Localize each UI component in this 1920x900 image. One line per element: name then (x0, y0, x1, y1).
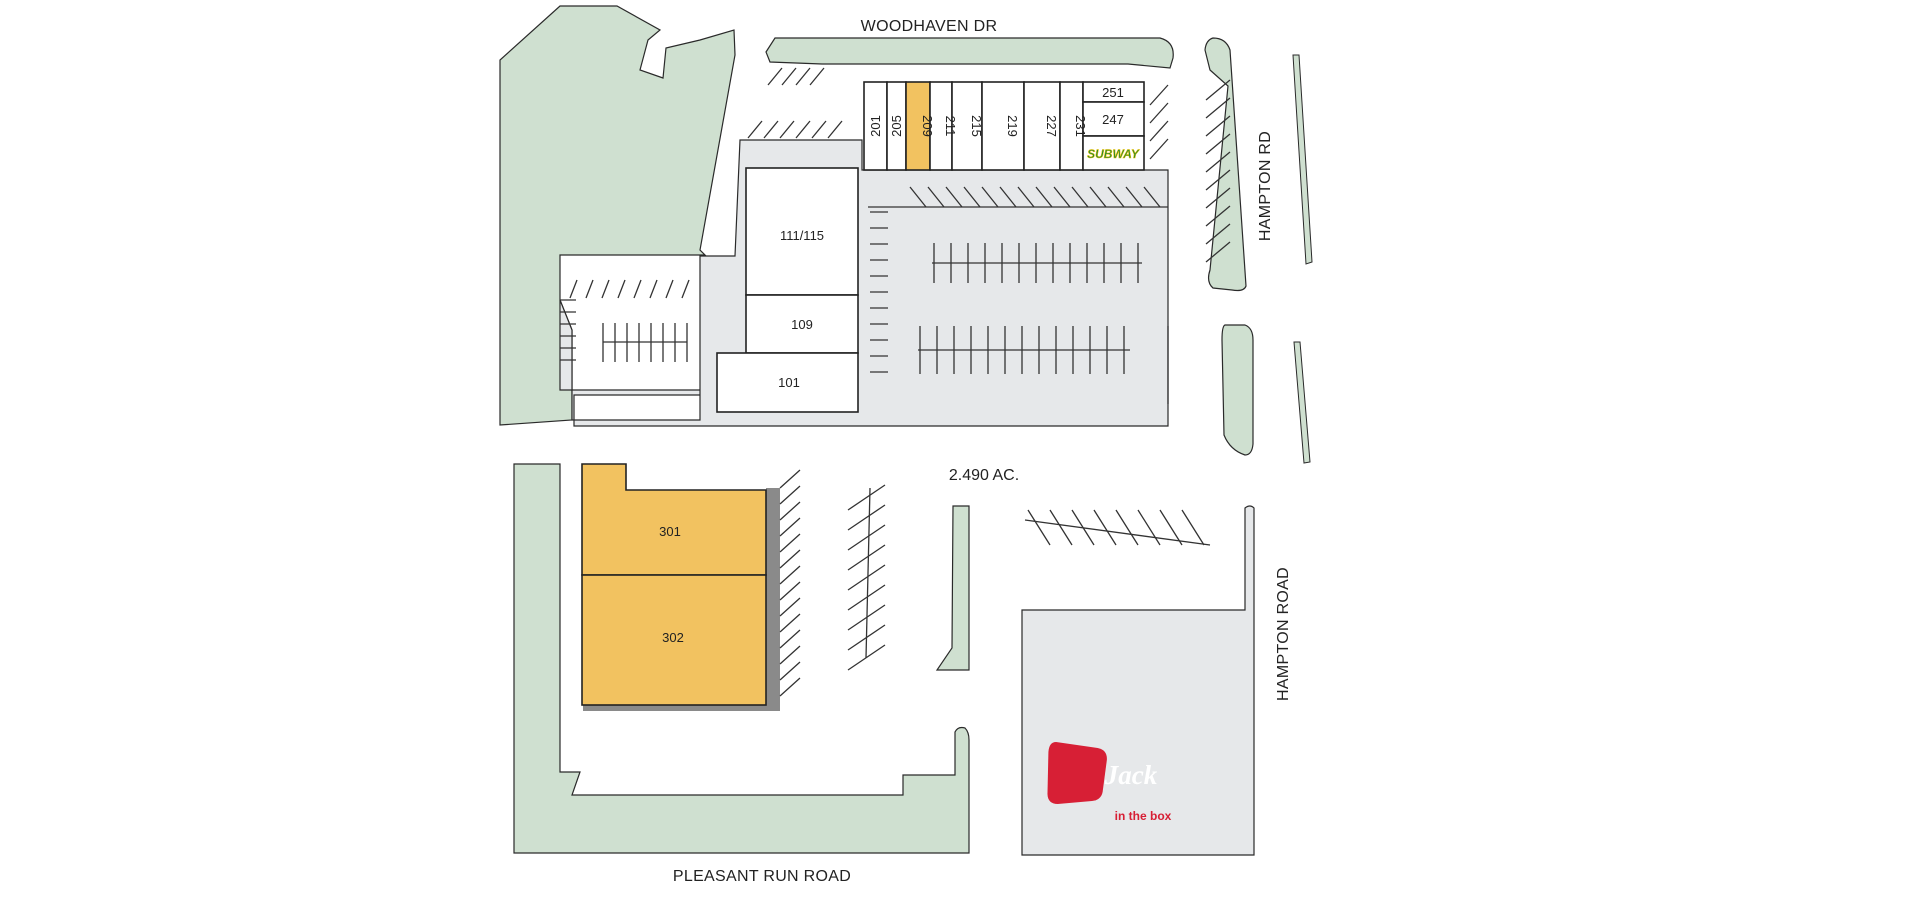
hampton-curb-lower (1293, 341, 1311, 464)
unit-subway[interactable] (1082, 135, 1145, 171)
unit-101[interactable] (716, 352, 859, 413)
label-211: 211 (943, 116, 958, 137)
landscape-north-strip (765, 37, 1174, 69)
label-302: 302 (662, 630, 684, 645)
jack-logo-sub: in the box (1115, 809, 1172, 823)
landscape-center-island (935, 505, 970, 671)
label-101: 101 (778, 375, 800, 390)
hampton-curb-upper (1292, 54, 1313, 265)
unit-215[interactable] (951, 81, 983, 171)
landscape-east-median-lower (1221, 324, 1254, 456)
unit-209[interactable] (905, 81, 931, 171)
road-hampton-rd: HAMPTON RD (1257, 131, 1274, 241)
jack-logo-main: Jack (1104, 760, 1158, 790)
landscape-west-lower (513, 463, 970, 854)
landscape-east-median-upper (1204, 37, 1247, 292)
parking-stalls (560, 67, 1231, 697)
label-301: 301 (659, 524, 681, 539)
road-hampton-road: HAMPTON ROAD (1275, 567, 1292, 701)
strip-center-north (863, 81, 1145, 171)
label-201: 201 (868, 115, 883, 137)
acreage-label: 2.490 AC. (949, 467, 1019, 484)
road-woodhaven-dr: WOODHAVEN DR (861, 18, 998, 35)
label-215: 215 (969, 115, 984, 137)
label-247: 247 (1102, 112, 1124, 127)
unit-labels: 201 205 209 211 215 219 227 231 251 247 … (659, 85, 1124, 645)
jack-in-the-box-logo: Jack in the box (1047, 742, 1172, 823)
unit-302[interactable] (581, 574, 767, 706)
building-shadow-bottom (583, 703, 780, 711)
label-209: 209 (920, 115, 935, 137)
unit-227[interactable] (1023, 81, 1061, 171)
unit-301[interactable] (581, 463, 767, 576)
label-111-115: 111/115 (780, 228, 824, 243)
label-227: 227 (1044, 115, 1059, 137)
label-231: 231 (1073, 115, 1088, 137)
subway-logo-text: SUBWAY (1087, 147, 1140, 161)
building-shadow (766, 488, 780, 710)
unit-111-115[interactable] (745, 167, 859, 296)
subway-logo: SUBWAY (1087, 147, 1140, 162)
unit-247[interactable] (1082, 101, 1145, 137)
label-251: 251 (1102, 85, 1124, 100)
label-205: 205 (889, 115, 904, 137)
unit-109[interactable] (745, 294, 859, 354)
road-pleasant-run-road: PLEASANT RUN ROAD (673, 868, 851, 885)
label-109: 109 (791, 317, 813, 332)
label-219: 219 (1005, 115, 1020, 137)
